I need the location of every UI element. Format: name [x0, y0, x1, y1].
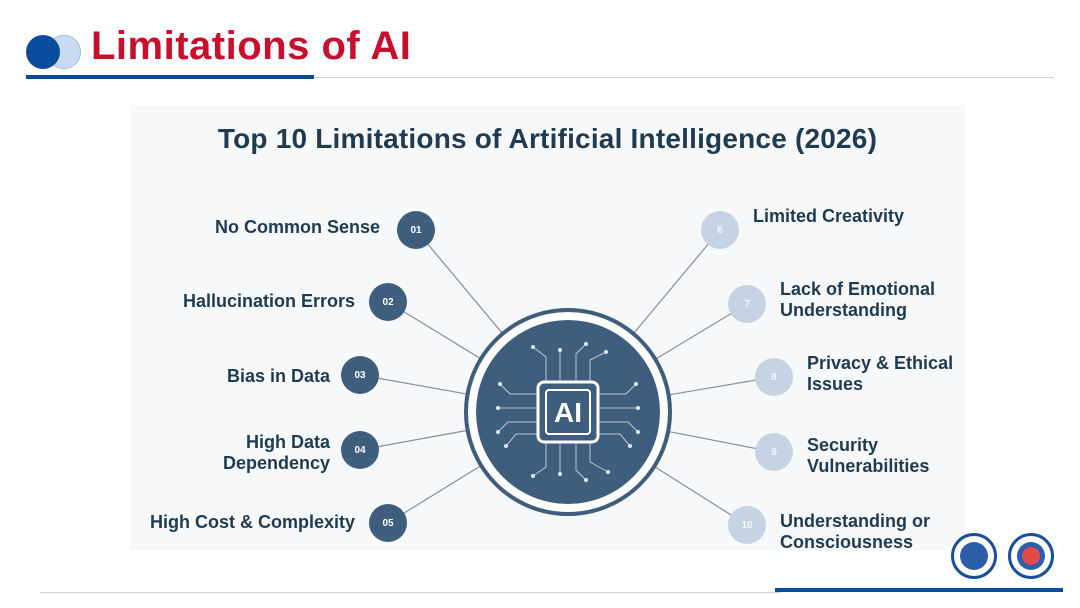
limitation-number-badge: 9 — [755, 433, 793, 471]
limitation-number-badge: 8 — [755, 358, 793, 396]
limitation-number-badge: 02 — [369, 283, 407, 321]
limitation-label: Limited Creativity — [753, 206, 905, 226]
limitation-label: Hallucination Errors — [182, 291, 355, 311]
infographic-panel: Top 10 Limitations of Artificial Intelli… — [130, 105, 965, 552]
limitation-label: No Common Sense — [214, 217, 380, 237]
limitation-label: Bias in Data — [226, 366, 330, 386]
limitation-number-badge: 03 — [341, 356, 379, 394]
hub-inner-circle — [476, 320, 660, 504]
circuit-traces-icon — [496, 342, 640, 482]
limitation-number-badge: 10 — [728, 506, 766, 544]
limitation-number-badge: 6 — [701, 211, 739, 249]
bottom-rule — [40, 592, 780, 593]
limitation-number-badge: 04 — [341, 431, 379, 469]
chip-icon — [536, 380, 600, 444]
bottom-accent — [775, 588, 1063, 592]
slide-title: Limitations of AI — [91, 24, 412, 68]
connector-diagram: AI — [359, 229, 775, 526]
limitation-number-badge: 05 — [369, 504, 407, 542]
limitation-label: High Cost & Complexity — [149, 512, 355, 532]
hub-label: AI — [554, 397, 582, 428]
title-rule — [314, 77, 1054, 78]
infographic-heading: Top 10 Limitations of Artificial Intelli… — [217, 123, 878, 154]
limitation-number-badge: 01 — [397, 211, 435, 249]
title-underline — [26, 75, 314, 79]
slide-header: Limitations of AI — [0, 0, 1080, 90]
limitation-number-badge: 7 — [728, 285, 766, 323]
title-bullet-dark-icon — [26, 35, 60, 69]
medical-university-seal-icon — [1008, 533, 1054, 579]
university-seal-icon — [951, 533, 997, 579]
